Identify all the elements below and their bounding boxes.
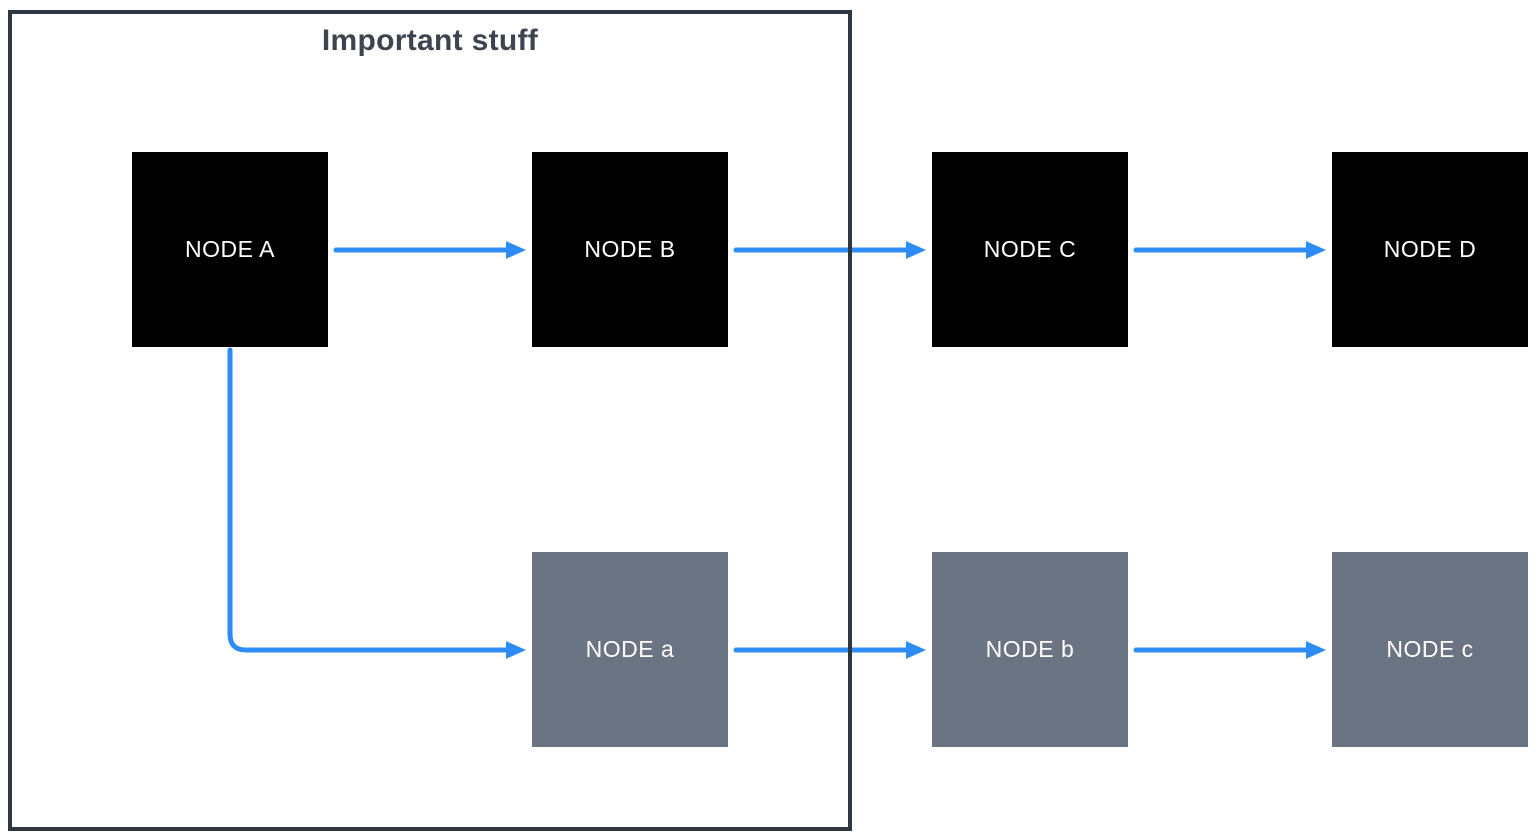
node-a[interactable]: NODE a bbox=[532, 552, 728, 747]
edge-nodeA-to-node-a bbox=[227, 347, 526, 659]
group-title: Important stuff bbox=[321, 24, 539, 57]
node-b-label: NODE b bbox=[985, 636, 1075, 662]
node-b[interactable]: NODE b bbox=[932, 552, 1128, 747]
node-A-label: NODE A bbox=[185, 236, 275, 262]
node-B-label: NODE B bbox=[584, 236, 676, 262]
node-C[interactable]: NODE C bbox=[932, 152, 1128, 347]
node-c[interactable]: NODE c bbox=[1332, 552, 1528, 747]
node-D[interactable]: NODE D bbox=[1332, 152, 1528, 347]
node-D-label: NODE D bbox=[1383, 236, 1477, 262]
node-B[interactable]: NODE B bbox=[532, 152, 728, 347]
node-A[interactable]: NODE A bbox=[132, 152, 328, 347]
node-C-label: NODE C bbox=[983, 236, 1077, 262]
node-a-label: NODE a bbox=[585, 636, 675, 662]
node-c-label: NODE c bbox=[1386, 636, 1474, 662]
